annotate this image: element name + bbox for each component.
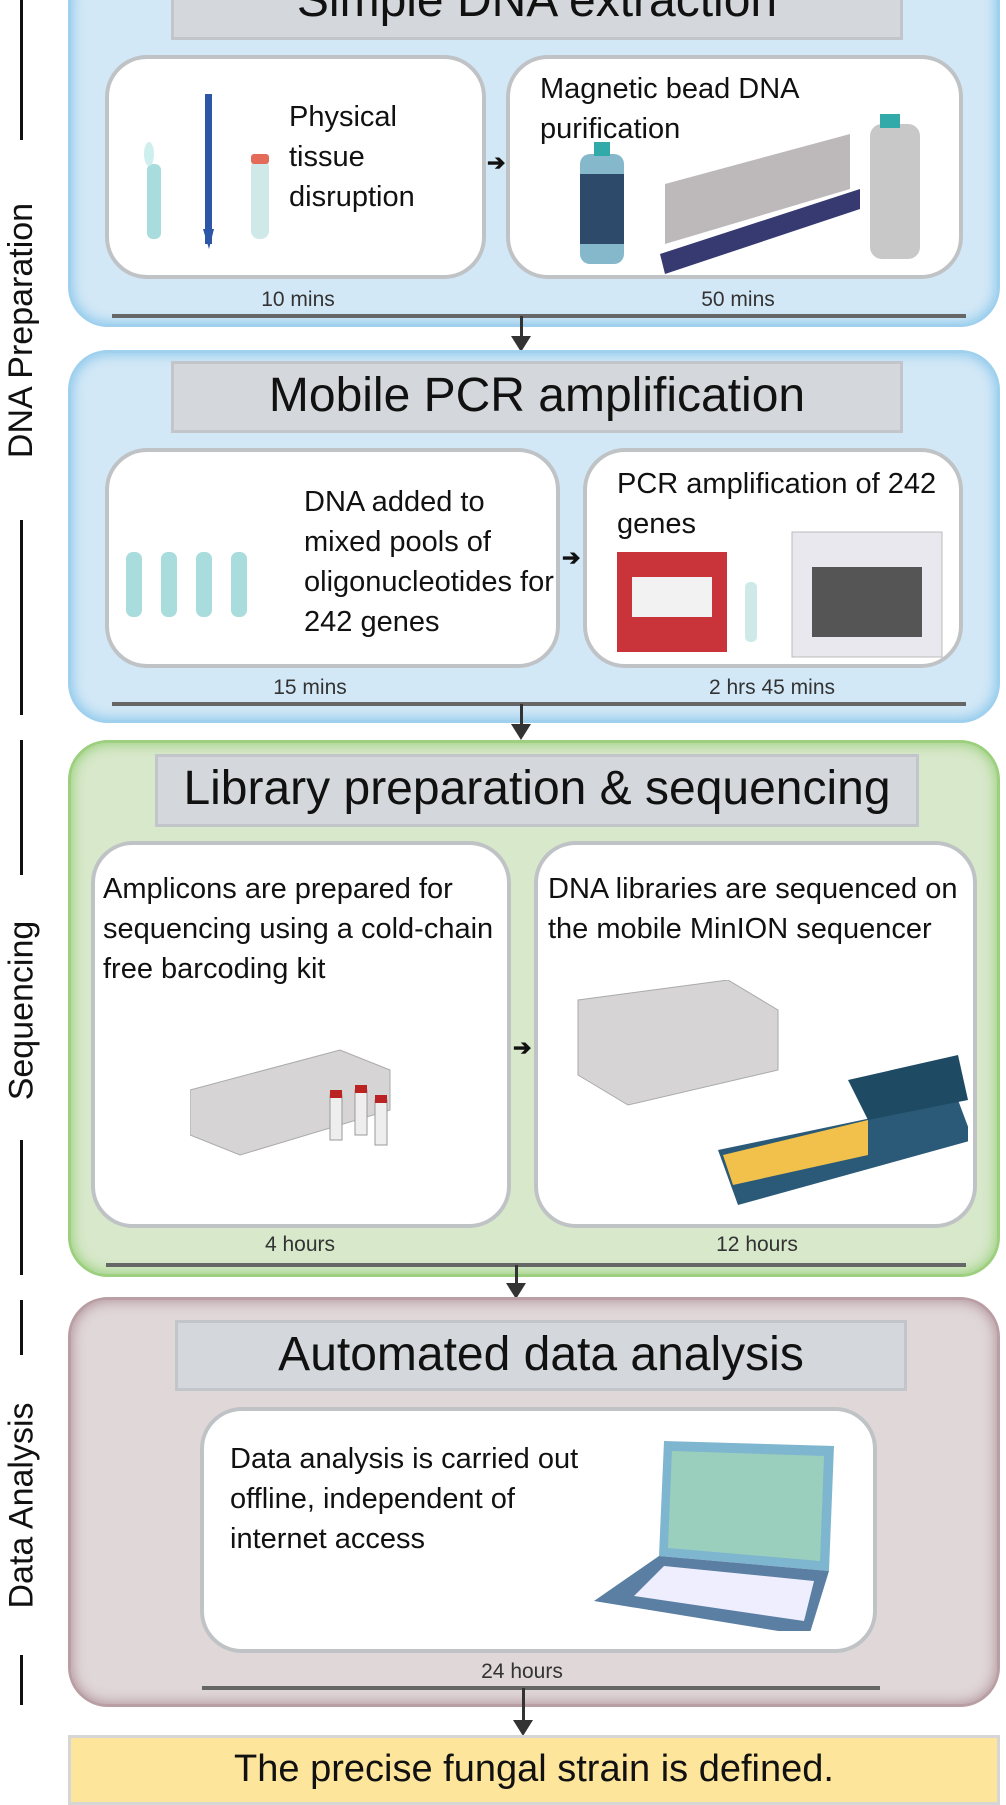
- step-card: Data analysis is carried out offline, in…: [200, 1407, 877, 1653]
- step-card: DNA libraries are sequenced on the mobil…: [534, 841, 977, 1228]
- step-time: 4 hours: [264, 1233, 336, 1256]
- analysis-line-top: [20, 1300, 23, 1355]
- step-time: 12 hours: [716, 1233, 798, 1256]
- minion-sequencer-icon: [577, 980, 968, 1205]
- step-text: DNA added to mixed pools of oligonucleot…: [304, 486, 554, 638]
- side-label-analysis: Data Analysis: [2, 1402, 41, 1608]
- seq-line-bottom: [20, 1140, 23, 1275]
- pcr-machine-icon: [617, 531, 943, 658]
- barcoding-kit-icon: [190, 1049, 391, 1156]
- analysis-line-bottom: [20, 1655, 23, 1705]
- stage-title: Mobile PCR amplification: [171, 361, 903, 433]
- step-card: PCR amplification of 242 genes: [583, 448, 963, 668]
- step-text: Amplicons are prepared for sequencing us…: [103, 873, 494, 985]
- step-text: DNA libraries are sequenced on the mobil…: [548, 873, 958, 945]
- arrow-right-icon: ➔: [513, 1035, 532, 1060]
- arrow-right-icon: ➔: [487, 150, 506, 175]
- tubes-and-pestle-icon: [144, 94, 269, 249]
- stage-title: Automated data analysis: [175, 1320, 907, 1391]
- step-text: Magnetic bead DNA purification: [540, 73, 798, 145]
- bead-purification-equipment-icon: [580, 114, 920, 274]
- step-card: Magnetic bead DNA purification: [506, 55, 963, 279]
- step-card: Amplicons are prepared for sequencing us…: [91, 841, 511, 1228]
- timeline: [202, 1686, 880, 1690]
- arrow-down-icon: [506, 1265, 526, 1299]
- arrow-down-icon: [511, 704, 531, 740]
- tubes-icon: [126, 552, 247, 617]
- stage-title: Library preparation & sequencing: [155, 754, 919, 827]
- step-time: 50 mins: [701, 288, 775, 311]
- timeline: [112, 314, 966, 318]
- side-label-seq: Sequencing: [2, 920, 41, 1100]
- step-text: Physical tissue disruption: [289, 101, 415, 213]
- step-time: 10 mins: [261, 288, 335, 311]
- step-time: 24 hours: [481, 1660, 563, 1683]
- prep-line: [20, 0, 23, 140]
- step-time: 2 hrs 45 mins: [708, 676, 836, 699]
- step-text: Data analysis is carried out offline, in…: [230, 1443, 579, 1555]
- step-card: Physical tissue disruption: [105, 55, 486, 279]
- arrow-down-icon: [511, 316, 531, 352]
- result-banner: The precise fungal strain is defined.: [68, 1735, 1000, 1805]
- timeline: [112, 702, 966, 706]
- seq-line-top: [20, 740, 23, 875]
- step-text: PCR amplification of 242 genes: [617, 468, 937, 540]
- prep-arrow-line: [20, 520, 23, 715]
- arrow-right-icon: ➔: [562, 545, 581, 570]
- laptop-icon: [594, 1441, 834, 1631]
- side-label-prep: DNA Preparation: [2, 202, 41, 458]
- stage-title: Simple DNA extraction: [171, 0, 903, 40]
- timeline: [106, 1263, 966, 1267]
- step-time: 15 mins: [273, 676, 347, 699]
- arrow-down-icon: [513, 1688, 533, 1736]
- step-card: DNA added to mixed pools of oligonucleot…: [105, 448, 560, 668]
